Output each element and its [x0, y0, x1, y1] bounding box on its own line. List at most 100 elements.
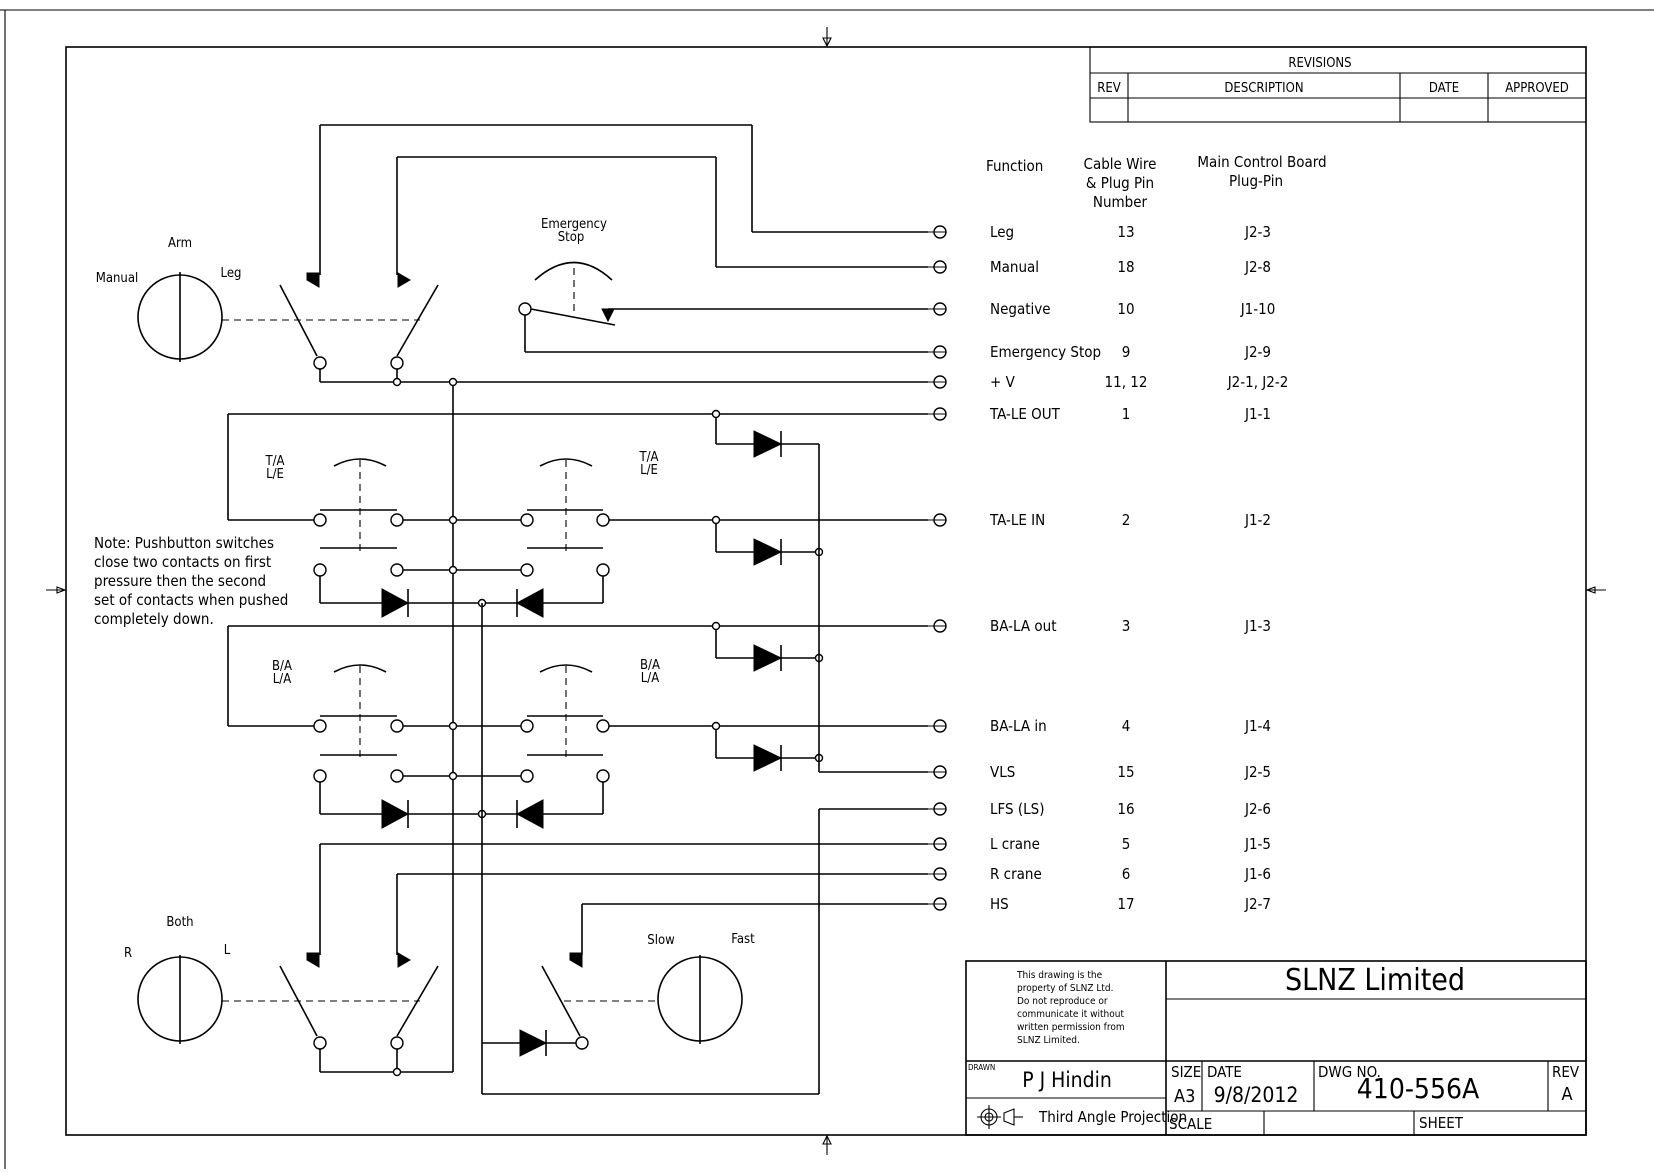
rev-value: A	[1561, 1084, 1572, 1105]
function-label: Leg	[990, 223, 1014, 241]
label-slow: Slow	[647, 933, 675, 948]
plug-pin: J2-5	[1244, 763, 1271, 781]
revisions-col-date: DATE	[1429, 81, 1459, 96]
notice-line-6: SLNZ Limited.	[1017, 1035, 1080, 1046]
pin-number: 16	[1117, 800, 1134, 818]
scale-label: SCALE	[1169, 1115, 1212, 1133]
terminal	[928, 619, 947, 633]
label-ta-le-right-2: L/E	[640, 463, 658, 478]
function-label: VLS	[990, 763, 1015, 781]
emergency-stop-switch: Emergency Stop	[518, 217, 928, 353]
dwg-no-value: 410-556A	[1357, 1072, 1480, 1105]
pin-number: 9	[1122, 343, 1131, 361]
projection-label: Third Angle Projection	[1038, 1108, 1187, 1126]
terminal	[928, 867, 947, 881]
size-value: A3	[1174, 1086, 1195, 1107]
label-ba-la-left-1: B/A	[272, 659, 292, 674]
header-board-2: Plug-Pin	[1229, 172, 1283, 190]
revisions-col-description: DESCRIPTION	[1224, 81, 1303, 96]
ta-le-pushbuttons: T/A L/E T/A L/E	[227, 409, 928, 618]
arm-selector: Arm Manual Leg	[96, 124, 928, 383]
pin-number: 2	[1122, 511, 1131, 529]
notice-line-3: Do not reproduce or	[1017, 996, 1108, 1007]
pin-number: 17	[1117, 895, 1134, 913]
sheet-label: SHEET	[1419, 1114, 1464, 1132]
positive-bus	[392, 377, 458, 1072]
crane-selector: Both R L	[124, 843, 928, 1077]
label-ba-la-left-2: L/A	[273, 672, 291, 687]
revisions-col-approved: APPROVED	[1505, 81, 1569, 96]
plug-pin: J2-6	[1244, 800, 1271, 818]
notice-line-5: written permission from	[1017, 1022, 1125, 1033]
speed-selector: Slow Fast	[482, 903, 928, 1057]
plug-pin: J2-7	[1244, 895, 1271, 913]
function-label: LFS (LS)	[990, 800, 1045, 818]
drawn-label: DRAWN	[968, 1063, 995, 1072]
function-label: Manual	[990, 258, 1039, 276]
ownership-notice: This drawing is the property of SLNZ Ltd…	[1016, 970, 1125, 1046]
label-arm: Arm	[168, 236, 192, 251]
drawing-frame	[0, 9, 1654, 1169]
connection-row: TA-LE IN 2 J1-2	[928, 511, 1271, 529]
plug-pin: J1-2	[1244, 511, 1271, 529]
drawn-by: P J Hindin	[1022, 1068, 1112, 1092]
terminal	[928, 765, 947, 779]
note-line-4: set of contacts when pushed	[94, 591, 288, 609]
header-cable-2: & Plug Pin	[1086, 174, 1154, 192]
label-leg: Leg	[221, 266, 242, 281]
label-ba-la-right-2: L/A	[641, 671, 659, 686]
plug-pin: J1-10	[1240, 300, 1276, 318]
third-angle-projection-icon	[977, 1105, 1023, 1129]
label-ba-la-right-1: B/A	[640, 658, 660, 673]
title-block: SLNZ Limited This drawing is the propert…	[965, 960, 1587, 1136]
connection-row: Negative 10 J1-10	[928, 300, 1275, 318]
rev-label: REV	[1552, 1063, 1580, 1081]
revisions-block: REVISIONS REV DESCRIPTION DATE APPROVED	[1089, 46, 1587, 123]
function-label: BA-LA out	[990, 617, 1057, 635]
notice-line-4: communicate it without	[1017, 1009, 1124, 1020]
note-line-2: close two contacts on first	[94, 553, 271, 571]
terminal	[928, 407, 947, 421]
function-label: BA-LA in	[990, 717, 1047, 735]
connection-row: LFS (LS) 16 J2-6	[928, 800, 1271, 818]
header-cable-3: Number	[1093, 193, 1148, 211]
plug-pin: J1-4	[1244, 717, 1271, 735]
terminal	[928, 837, 947, 851]
revisions-title: REVISIONS	[1288, 56, 1351, 71]
pin-number: 10	[1117, 300, 1134, 318]
function-label: TA-LE IN	[989, 511, 1045, 529]
terminal	[928, 345, 947, 359]
pin-number: 11, 12	[1105, 373, 1148, 391]
diode-mid-bus	[481, 603, 928, 1095]
function-label: Emergency Stop	[990, 343, 1101, 361]
note-line-5: completely down.	[94, 610, 214, 628]
company-name: SLNZ Limited	[1285, 963, 1465, 998]
plug-pin: J1-3	[1244, 617, 1271, 635]
label-ta-le-left-1: T/A	[264, 454, 284, 469]
plug-pin: J2-3	[1244, 223, 1271, 241]
pin-number: 6	[1122, 865, 1131, 883]
label-l: L	[224, 943, 231, 958]
function-label: TA-LE OUT	[989, 405, 1061, 423]
terminal	[928, 375, 947, 389]
note-line-3: pressure then the second	[94, 572, 266, 590]
header-cable-1: Cable Wire	[1084, 155, 1157, 173]
pin-number: 5	[1122, 835, 1131, 853]
function-label: Negative	[990, 300, 1051, 318]
terminal	[928, 513, 947, 527]
terminal	[928, 225, 947, 239]
notice-line-2: property of SLNZ Ltd.	[1017, 983, 1113, 994]
function-label: R crane	[990, 865, 1042, 883]
label-ta-le-left-2: L/E	[266, 467, 284, 482]
terminal	[928, 802, 947, 816]
connection-table-header: Function Cable Wire & Plug Pin Number Ma…	[986, 153, 1327, 211]
